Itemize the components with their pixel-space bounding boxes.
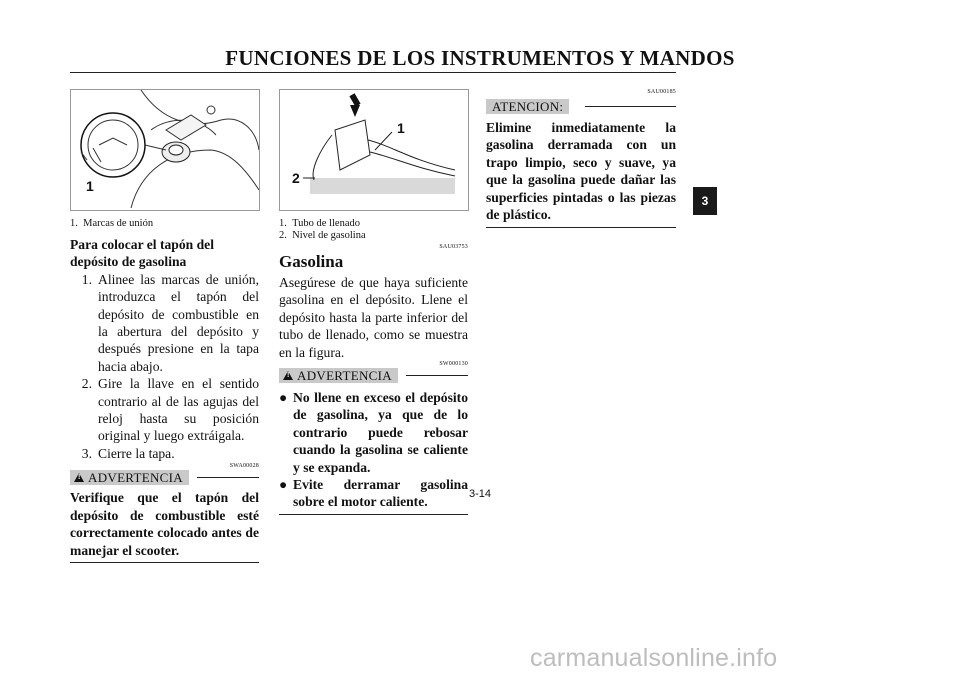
page-header-title: FUNCIONES DE LOS INSTRUMENTOS Y MANDOS <box>225 46 735 70</box>
figure1-callout-1: 1 <box>86 178 94 194</box>
caption-line: 2. Nivel de gasolina <box>279 230 366 241</box>
figure1-caption: 1. Marcas de unión <box>70 218 258 230</box>
step-item: 3. Cierre la tapa. <box>70 445 259 462</box>
caption-line: 1. Tubo de llenado <box>279 218 360 229</box>
step-number: 3. <box>81 445 92 461</box>
step-number: 2. <box>81 376 92 392</box>
warning-banner: ! ADVERTENCIA <box>279 367 468 384</box>
bullet-item: ● Evite derramar gasolina sobre el motor… <box>279 476 468 511</box>
caution-rule <box>585 106 676 107</box>
step-text: Gire la llave en el sentido contrario al… <box>98 376 259 444</box>
step-number: 1. <box>81 271 92 287</box>
caption-line: 1. Marcas de unión <box>70 218 154 229</box>
step-text: Cierre la tapa. <box>98 445 175 461</box>
column-1: Para colocar el tapón del depósito de ga… <box>70 236 259 563</box>
figure-fuel-cap: 1 <box>70 89 260 211</box>
chapter-tab: 3 <box>693 187 717 215</box>
caution-label: ATENCION: <box>486 99 570 114</box>
caution-text: Elimine inmediatamente la gasolina derra… <box>486 120 676 223</box>
warning-code: SWA00028 <box>229 463 259 470</box>
warning-triangle-icon: ! <box>74 473 84 483</box>
steps-list: 1. Alinee las marcas de unión, introduzc… <box>70 271 259 462</box>
section-code: SAU00185 <box>647 89 676 95</box>
figure2-callout-1: 1 <box>397 120 405 136</box>
caution-banner: ATENCION: <box>486 99 676 114</box>
figure2-caption: 1. Tubo de llenado 2. Nivel de gasolina <box>279 218 467 242</box>
warning-label-box: ! ADVERTENCIA <box>279 367 398 384</box>
warning-end-rule <box>279 513 468 515</box>
warning-triangle-icon: ! <box>283 371 293 381</box>
header-rule <box>70 72 676 73</box>
section-title: Gasolina <box>279 252 344 271</box>
step-item: 1. Alinee las marcas de unión, introduzc… <box>70 271 259 375</box>
warning-rule <box>196 477 259 479</box>
bullet-item: ● No llene en exceso el depósito de gaso… <box>279 389 468 476</box>
figure-fuel-level: 1 2 <box>279 89 469 211</box>
warning-code: SW000130 <box>439 361 468 368</box>
warning-label: ADVERTENCIA <box>88 469 183 485</box>
step-text: Alinee las marcas de unión, introduzca e… <box>98 271 259 374</box>
warning-end-rule <box>70 561 259 563</box>
warning-rule <box>405 375 468 377</box>
warning-bullets: ● No llene en exceso el depósito de gaso… <box>279 389 468 511</box>
page-number: 3-14 <box>468 488 492 500</box>
section-code: SAU03753 <box>439 244 468 250</box>
step-item: 2. Gire la llave en el sentido contrario… <box>70 375 259 445</box>
watermark: carmanualsonline.info <box>530 644 778 672</box>
column-3: SAU00185 ATENCION: Elimine inmediatament… <box>486 89 676 229</box>
bullet-text: No llene en exceso el depósito de gasoli… <box>293 390 468 475</box>
column-2: SAU03753 Gasolina Asegúrese de que haya … <box>279 244 468 515</box>
section-paragraph: Asegúrese de que haya suficiente gasolin… <box>279 275 468 360</box>
caution-end-rule <box>486 227 676 229</box>
fuel-tube-illustration <box>303 93 456 194</box>
fuel-cap-illustration <box>80 89 260 209</box>
warning-banner: ! ADVERTENCIA <box>70 469 259 486</box>
section-heading: Para colocar el tapón del depósito de ga… <box>70 237 214 270</box>
warning-label: ADVERTENCIA <box>297 367 392 383</box>
bullet-dot-icon: ● <box>279 477 288 493</box>
warning-label-box: ! ADVERTENCIA <box>70 469 189 486</box>
warning-text: Verifique que el tapón del depósito de c… <box>70 490 259 558</box>
bullet-text: Evite derramar gasolina sobre el motor c… <box>293 477 468 510</box>
bullet-dot-icon: ● <box>279 390 288 406</box>
figure2-callout-2: 2 <box>292 170 300 186</box>
